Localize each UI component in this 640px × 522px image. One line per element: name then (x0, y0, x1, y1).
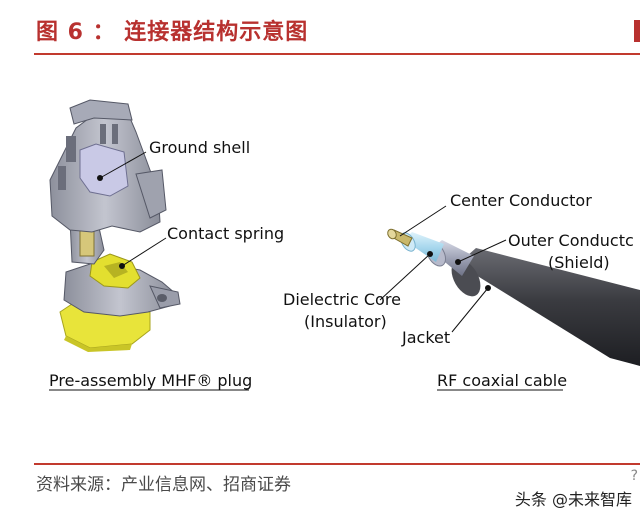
cable-center-tip (387, 228, 397, 240)
shell-slot-a (66, 136, 76, 162)
ground-shell-tab (135, 169, 167, 219)
plug-housing-hole (157, 294, 167, 302)
plug-yellow-base-shadow (64, 336, 132, 352)
dielectric-leader (379, 253, 431, 301)
label-center-conductor: Center Conductor (450, 191, 592, 210)
ground-shell-leader-dot (97, 175, 103, 181)
label-outer-conductor: Outer Conductc (508, 231, 634, 250)
label-outer-conductor-shield: (Shield) (548, 253, 610, 272)
label-contact-spring: Contact spring (167, 224, 284, 243)
title-edge-mark (634, 20, 640, 42)
center-conductor-leader (399, 205, 447, 237)
jacket-leader-dot (485, 285, 491, 291)
shell-slot-d (112, 124, 118, 144)
bottom-divider (34, 463, 640, 465)
mhf-plug-illustration (49, 99, 181, 352)
coaxial-cable-illustration (387, 228, 640, 366)
contact-spring-leader (121, 237, 167, 267)
ground-shell-window (79, 143, 129, 197)
caption-coaxial-cable: RF coaxial cable (437, 371, 567, 390)
corner-glyph: ? (630, 468, 638, 484)
cable-jacket (458, 248, 640, 366)
figure-title: 图 6 ： 连接器结构示意图 (36, 20, 309, 45)
shell-slot-c (100, 124, 106, 144)
watermark-text: 头条 @未来智库 (514, 490, 632, 509)
top-divider (34, 53, 640, 55)
label-jacket: Jacket (401, 328, 450, 347)
ground-shell-lip (69, 99, 133, 125)
label-dielectric-insulator: (Insulator) (304, 312, 387, 331)
label-ground-shell: Ground shell (149, 138, 250, 157)
caption-mhf-plug: Pre-assembly MHF® plug (49, 371, 252, 390)
source-note: 资料来源：产业信息网、招商证券 (36, 475, 291, 495)
jacket-leader (451, 287, 489, 333)
outer-conductor-leader-dot (455, 259, 461, 265)
dielectric-leader-dot (427, 251, 433, 257)
watermark: 头条 @未来智库 (515, 486, 632, 510)
label-dielectric-core: Dielectric Core (283, 290, 401, 309)
outer-conductor-leader (457, 239, 507, 263)
ground-shell-leader (99, 151, 147, 179)
contact-spring-leader-dot (119, 263, 125, 269)
shell-slot-b (58, 166, 66, 190)
